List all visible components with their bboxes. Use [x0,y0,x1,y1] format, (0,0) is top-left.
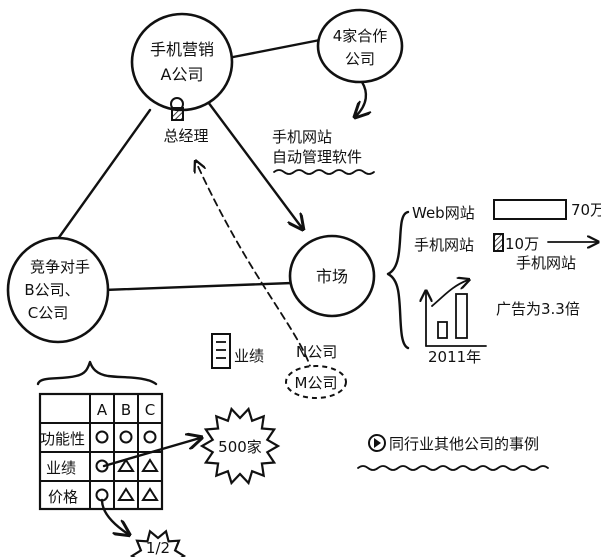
burst-500-label: 500家 [218,438,262,456]
performance-label: 业绩 [234,347,264,365]
web-site-value: 70万 [571,201,601,219]
company-a-line2: A公司 [161,65,204,84]
competitors-line1: 竞争对手 [30,258,90,276]
competitors-line2: B公司、 [24,281,79,299]
node-company-m[interactable]: M公司 [285,365,347,399]
company-m-label: M公司 [295,374,338,392]
table-row-performance: 业绩 [46,459,76,477]
comparison-table [38,392,164,511]
company-a-line1: 手机营销 [150,40,214,59]
table-col-a: A [97,401,108,419]
node-partners[interactable]: 4家合作 公司 [316,8,404,84]
web-site-bar [493,199,567,220]
table-brace [36,360,158,386]
mobile-growth-label: 手机网站 [516,254,576,272]
functionality-to-500-arrow [102,438,200,468]
table-row-functionality: 功能性 [40,430,85,448]
ad-multiplier: 广告为3.3倍 [496,300,580,318]
burst-half: 1/2 [129,529,187,557]
software-line2: 自动管理软件 [272,148,362,166]
table-mark-circle [143,430,157,444]
edge-competitors-market [102,281,294,292]
building-icon [211,333,231,369]
play-circle-icon[interactable] [368,434,386,452]
table-mark-circle [119,430,133,444]
keyhole-icon [170,97,184,121]
node-market[interactable]: 市场 [288,234,376,318]
competitors-line3: C公司 [28,304,68,322]
industry-wavy-underline [357,465,549,471]
general-manager-label: 总经理 [163,127,208,145]
price-to-half-arrow [100,498,128,534]
table-mark-triangle [141,458,159,472]
burst-500: 500家 [199,406,281,486]
edge-a-competitors [48,108,152,252]
table-row-price: 价格 [48,488,78,506]
edge-a-partners [226,38,322,60]
n-to-manager-dashed-arrow [196,162,313,373]
company-n-label[interactable]: N公司 [296,343,337,361]
table-mark-triangle [117,458,135,472]
edge-a-market-arrow [206,100,302,228]
mobile-site-value: 10万 [505,235,539,253]
partners-line2: 公司 [345,50,375,68]
node-competitors[interactable]: 竞争对手 B公司、 C公司 [6,236,110,344]
web-site-label: Web网站 [412,204,475,222]
table-mark-triangle [141,487,159,501]
table-mark-circle [95,430,109,444]
market-brace [386,210,410,350]
year-label: 2011年 [428,348,481,366]
table-marks [95,430,159,502]
market-label: 市场 [316,267,348,286]
table-col-c: C [145,401,155,419]
table-col-b: B [121,401,131,419]
bar-chart-icon [426,280,487,347]
industry-cases-label[interactable]: 同行业其他公司的事例 [389,435,539,453]
burst-half-label: 1/2 [146,539,170,557]
partners-line1: 4家合作 [333,27,388,45]
software-line1: 手机网站 [272,128,332,146]
mobile-site-label: 手机网站 [414,236,474,254]
software-wavy-underline [273,169,375,175]
node-company-a[interactable]: 手机营销 A公司 [130,12,234,112]
hatched-box-icon [493,233,504,252]
table-mark-triangle [117,487,135,501]
partners-to-software-arrow [356,80,366,116]
